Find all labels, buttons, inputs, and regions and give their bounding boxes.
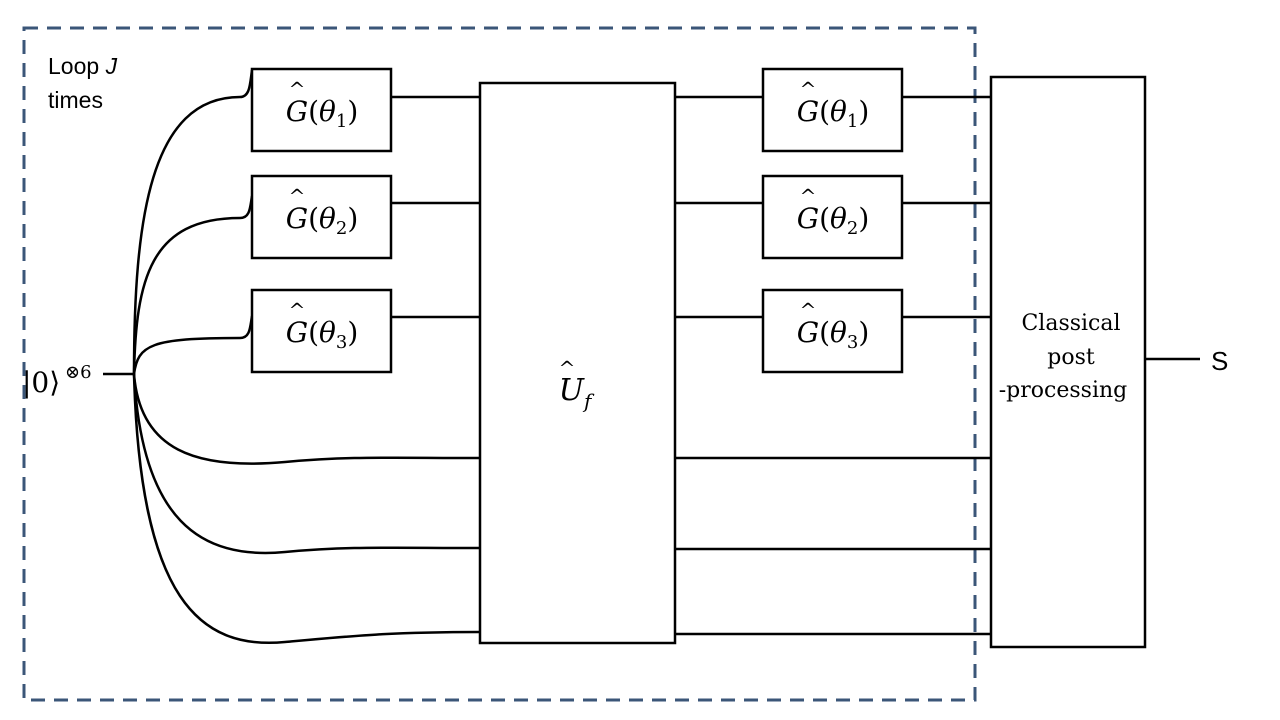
gate-g-theta1-output: G(θ1) ^ [761,67,904,153]
loop-region-border [22,26,977,702]
svg-text:^: ^ [800,298,817,322]
gate-g-theta1-input: G(θ1) ^ [250,67,393,153]
gate-g-theta3-output: G(θ3) ^ [761,288,904,374]
fanout-curve-4 [132,373,481,465]
svg-text:^: ^ [289,298,306,322]
svg-text:^: ^ [289,184,306,208]
post-label-line2: post [1047,345,1095,370]
input-state-exponent: ⊗6 [65,362,92,383]
svg-text:^: ^ [559,356,576,380]
classical-post-processing-box: Classical post -processing [989,75,1147,649]
output-label: S [1211,346,1228,376]
gate-g-theta2-input: G(θ2) ^ [250,174,393,260]
fanout-curve-5 [132,373,481,555]
svg-text:^: ^ [800,184,817,208]
oracle-uf-box: Uf ^ [478,81,677,645]
fanout-curve-6 [132,373,481,645]
svg-text:G(θ2): G(θ2) [286,202,359,239]
gate-g-theta3-input: G(θ3) ^ [250,288,393,374]
input-state-ket: |0⟩ [22,366,60,399]
gate-g-theta2-output: G(θ2) ^ [761,174,904,260]
svg-text:^: ^ [289,77,306,101]
loop-label-line1: Loop J [48,53,118,79]
fanout-curve-2 [132,195,254,375]
post-label-line3: -processing [999,378,1128,403]
svg-text:G(θ2): G(θ2) [797,202,870,239]
svg-text:G(θ1): G(θ1) [286,95,359,132]
svg-text:G(θ3): G(θ3) [797,316,870,353]
svg-text:G(θ1): G(θ1) [797,95,870,132]
svg-text:Uf: Uf [559,373,595,413]
svg-text:G(θ3): G(θ3) [286,316,359,353]
post-label-line1: Classical [1021,311,1120,336]
svg-text:^: ^ [800,77,817,101]
fanout-curve-3 [132,315,254,375]
loop-label-line2: times [48,87,103,113]
fanout-curve-1 [132,69,254,375]
